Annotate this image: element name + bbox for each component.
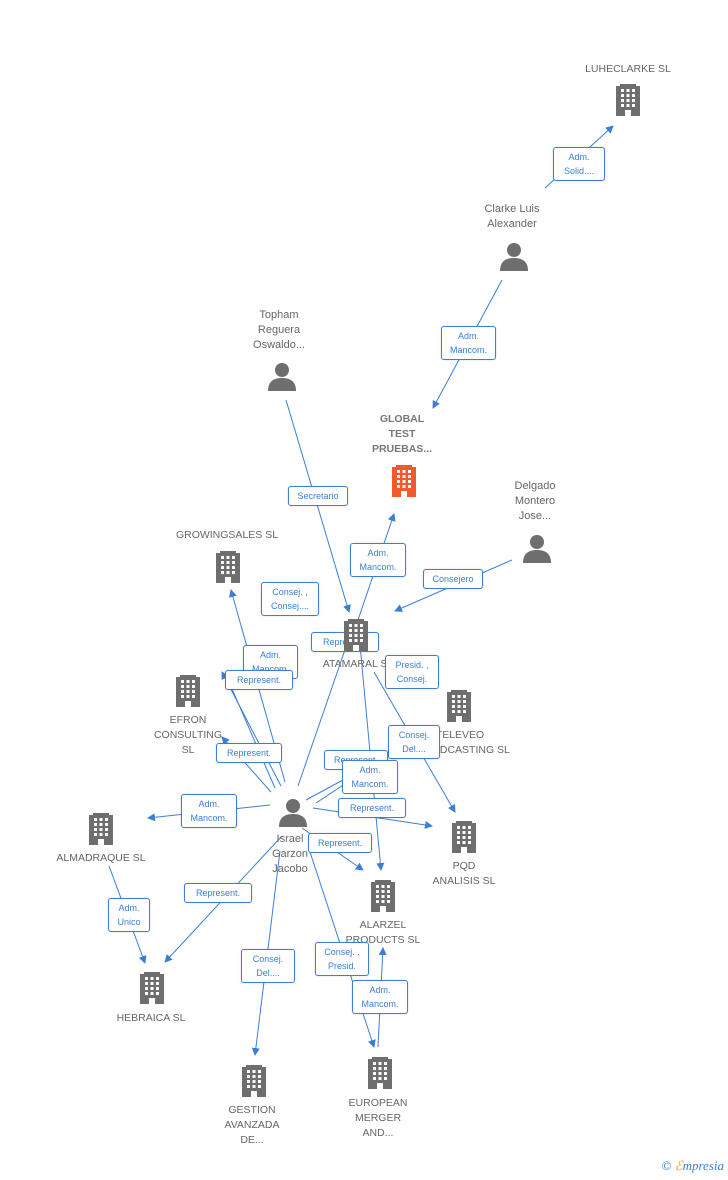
edge-israel-to-atamaral xyxy=(297,640,350,787)
edge-label[interactable]: Adm. Mancom. xyxy=(181,794,237,828)
edge-label[interactable]: Adm. Mancom. xyxy=(441,326,496,360)
node-label: Delgado Montero Jose... xyxy=(514,480,556,522)
building-icon[interactable] xyxy=(342,618,370,657)
node-label: PQD ANALISIS SL xyxy=(432,860,496,887)
edge-israel-to-efron xyxy=(221,671,282,787)
building-icon[interactable] xyxy=(87,812,115,851)
edge-label[interactable]: Adm. Mancom. xyxy=(352,980,408,1014)
edge-topham-to-atamaral xyxy=(285,399,351,613)
edge-label[interactable]: Adm. Mancom. xyxy=(350,543,406,577)
building-icon[interactable] xyxy=(214,550,242,589)
edge-label[interactable]: Adm. Unico xyxy=(108,898,150,932)
company-node-pqd[interactable]: PQD ANALISIS SL xyxy=(414,859,514,889)
node-label: HEBRAICA SL xyxy=(116,1012,186,1024)
node-label: GROWINGSALES SL xyxy=(175,529,279,541)
building-icon[interactable] xyxy=(174,674,202,713)
node-label: Clarke Luis Alexander xyxy=(484,203,540,230)
company-node-hebraica[interactable]: HEBRAICA SL xyxy=(101,1011,201,1026)
edge-label[interactable]: Consej. Del.... xyxy=(388,725,440,759)
edge-label[interactable]: Consejero xyxy=(423,569,483,589)
brand-initial: ℰ xyxy=(674,1158,683,1173)
building-icon[interactable] xyxy=(366,1056,394,1095)
edge-label[interactable]: Adm. Solid.... xyxy=(553,147,605,181)
person-icon[interactable] xyxy=(522,534,552,569)
edge-label[interactable]: Adm. Mancom. xyxy=(342,760,398,794)
node-label: LUHECLARKE SL xyxy=(585,63,671,75)
company-node-gestion[interactable]: GESTION AVANZADA DE... xyxy=(202,1103,302,1148)
edge-label[interactable]: Represent. xyxy=(308,833,372,853)
building-icon[interactable] xyxy=(614,83,642,122)
node-label: GLOBAL TEST PRUEBAS... xyxy=(371,413,433,455)
company-node-luheclarke[interactable]: LUHECLARKE SL xyxy=(568,62,688,77)
building-icon[interactable] xyxy=(138,971,166,1010)
edge-label[interactable]: Represent. xyxy=(184,883,252,903)
edge-label[interactable]: Secretario xyxy=(288,486,348,506)
person-node-israel[interactable]: Israel Garzon Jacobo xyxy=(250,832,330,877)
edge-label[interactable]: Consej. Del.... xyxy=(241,949,295,983)
brand-name: mpresia xyxy=(682,1158,724,1173)
company-node-growingsales[interactable]: GROWINGSALES SL xyxy=(162,528,292,543)
brand-logo: ℰmpresia xyxy=(675,1158,724,1173)
edge-israel-to-efron xyxy=(225,674,276,789)
building-icon[interactable] xyxy=(240,1064,268,1103)
node-label: ALMADRAQUE SL xyxy=(56,852,146,864)
node-label: Israel Garzon Jacobo xyxy=(271,833,309,875)
node-label: EUROPEAN MERGER AND... xyxy=(348,1097,408,1139)
copyright-symbol: © xyxy=(661,1158,672,1173)
node-label: GESTION AVANZADA DE... xyxy=(224,1104,280,1146)
node-label: EFRON CONSULTING SL xyxy=(153,714,223,756)
company-node-efron[interactable]: EFRON CONSULTING SL xyxy=(138,713,238,758)
edge-label[interactable]: Represent. xyxy=(338,798,406,818)
node-label: Topham Reguera Oswaldo... xyxy=(253,309,305,351)
footer-brand[interactable]: © ℰmpresia xyxy=(662,1158,724,1174)
person-node-topham[interactable]: Topham Reguera Oswaldo... xyxy=(229,308,329,353)
person-icon[interactable] xyxy=(278,798,308,833)
person-node-clarke[interactable]: Clarke Luis Alexander xyxy=(462,202,562,232)
edge-label[interactable]: Consej. , Consej.... xyxy=(261,582,319,616)
building-icon[interactable] xyxy=(390,464,418,503)
edge-label[interactable]: Presid. , Consej. xyxy=(385,655,439,689)
company-node-european[interactable]: EUROPEAN MERGER AND... xyxy=(328,1096,428,1141)
edge-label[interactable]: Consej. , Presid. xyxy=(315,942,369,976)
edge-label[interactable]: Represent. xyxy=(216,743,282,763)
building-icon[interactable] xyxy=(450,820,478,859)
building-icon[interactable] xyxy=(369,879,397,918)
building-icon[interactable] xyxy=(445,689,473,728)
person-icon[interactable] xyxy=(499,242,529,277)
edge-label[interactable]: Represent. xyxy=(225,670,293,690)
company-node-global-test[interactable]: GLOBAL TEST PRUEBAS... xyxy=(352,412,452,457)
company-node-almadraque[interactable]: ALMADRAQUE SL xyxy=(41,851,161,866)
person-node-delgado[interactable]: Delgado Montero Jose... xyxy=(485,479,585,524)
person-icon[interactable] xyxy=(267,362,297,397)
